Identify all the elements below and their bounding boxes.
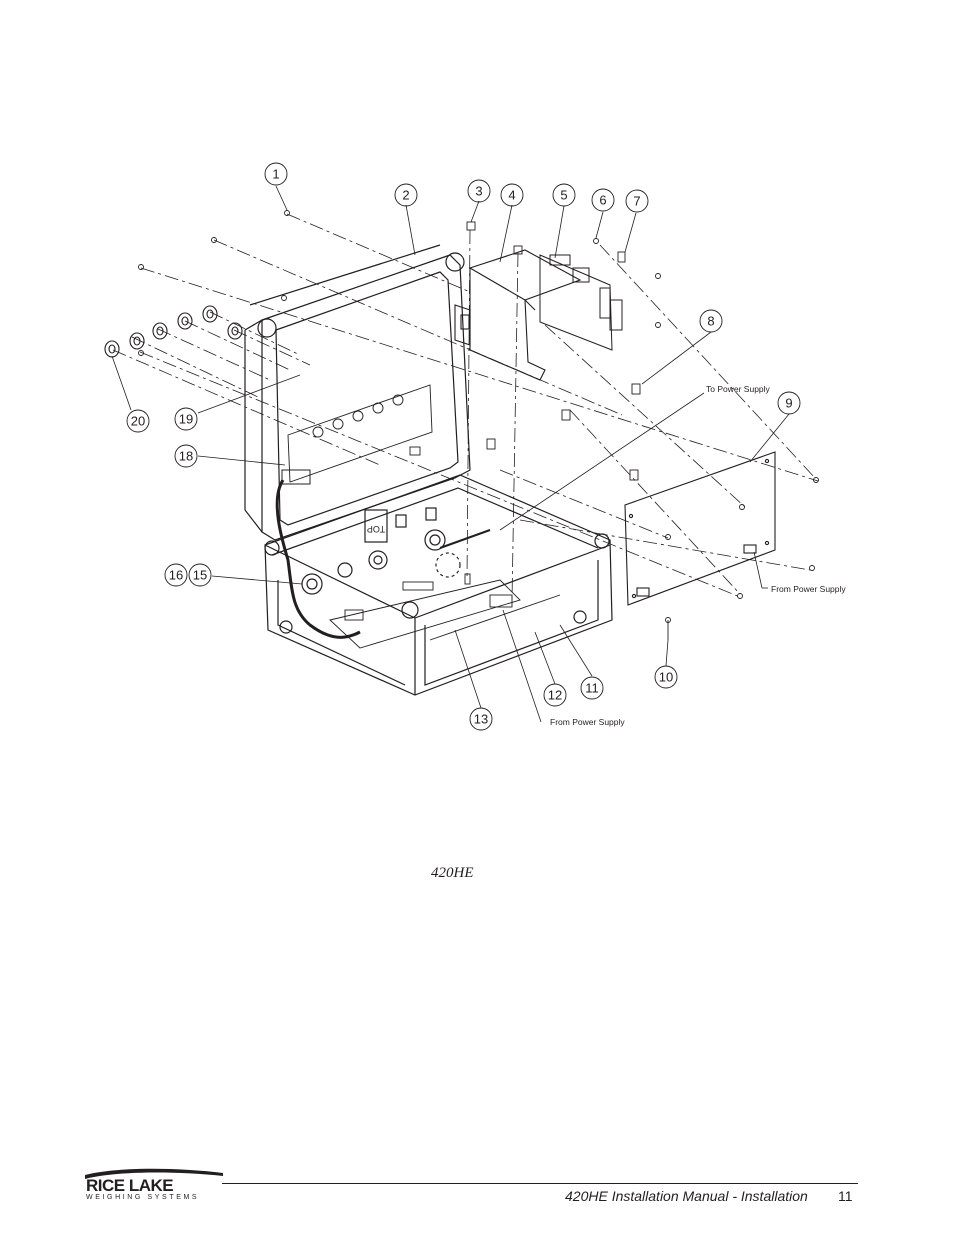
- note-to-power-supply: To Power Supply: [706, 384, 771, 394]
- explode-axes: [112, 213, 819, 601]
- callout-4: 4: [508, 188, 515, 203]
- note-from-power-supply-bottom: From Power Supply: [550, 717, 625, 727]
- power-supply-bracket: [454, 249, 582, 381]
- display-board: [287, 384, 433, 483]
- callout-8: 8: [707, 314, 714, 329]
- callout-16: 16: [169, 568, 183, 583]
- callout-1: 1: [272, 167, 279, 182]
- figure-caption: 420HE: [431, 865, 474, 881]
- callout-numbers: 1 2 3 4 5 6 7 8 9 10 11 12 13 15 16 18 1…: [131, 167, 793, 727]
- callout-6: 6: [599, 193, 606, 208]
- callout-5: 5: [560, 188, 567, 203]
- front-cover-frame: [244, 244, 471, 541]
- callout-15: 15: [193, 568, 207, 583]
- callout-9: 9: [785, 396, 792, 411]
- callout-2: 2: [402, 188, 409, 203]
- note-from-power-supply-board: From Power Supply: [771, 584, 846, 594]
- enclosure-body: [264, 474, 613, 696]
- callout-7: 7: [633, 194, 640, 209]
- ribbon-cable: [275, 469, 361, 639]
- leader-lines: [111, 185, 790, 723]
- power-supply-board: [539, 254, 623, 351]
- callout-3: 3: [475, 184, 482, 199]
- top-label: TOP: [367, 524, 385, 534]
- footer-rule: [222, 1183, 858, 1184]
- hardware-parts: [138, 210, 819, 640]
- controller-board: [624, 451, 776, 606]
- callout-10: 10: [659, 670, 673, 685]
- callout-11: 11: [585, 681, 599, 696]
- main-board: [329, 579, 561, 649]
- logo-sub-text: WEIGHING SYSTEMS: [86, 1194, 199, 1201]
- callout-13: 13: [474, 712, 488, 727]
- cord-grips: [104, 305, 243, 358]
- rice-lake-logo: RICE LAKE WEIGHING SYSTEMS: [85, 1168, 223, 1201]
- footer-title: 420HE Installation Manual - Installation: [565, 1188, 808, 1204]
- callout-18: 18: [179, 449, 193, 464]
- callout-19: 19: [179, 412, 193, 427]
- callout-12: 12: [548, 688, 562, 703]
- logo-main-text: RICE LAKE: [86, 1176, 173, 1195]
- page-number: 11: [838, 1188, 853, 1204]
- callout-circles: [126, 162, 801, 731]
- callout-20: 20: [131, 414, 145, 429]
